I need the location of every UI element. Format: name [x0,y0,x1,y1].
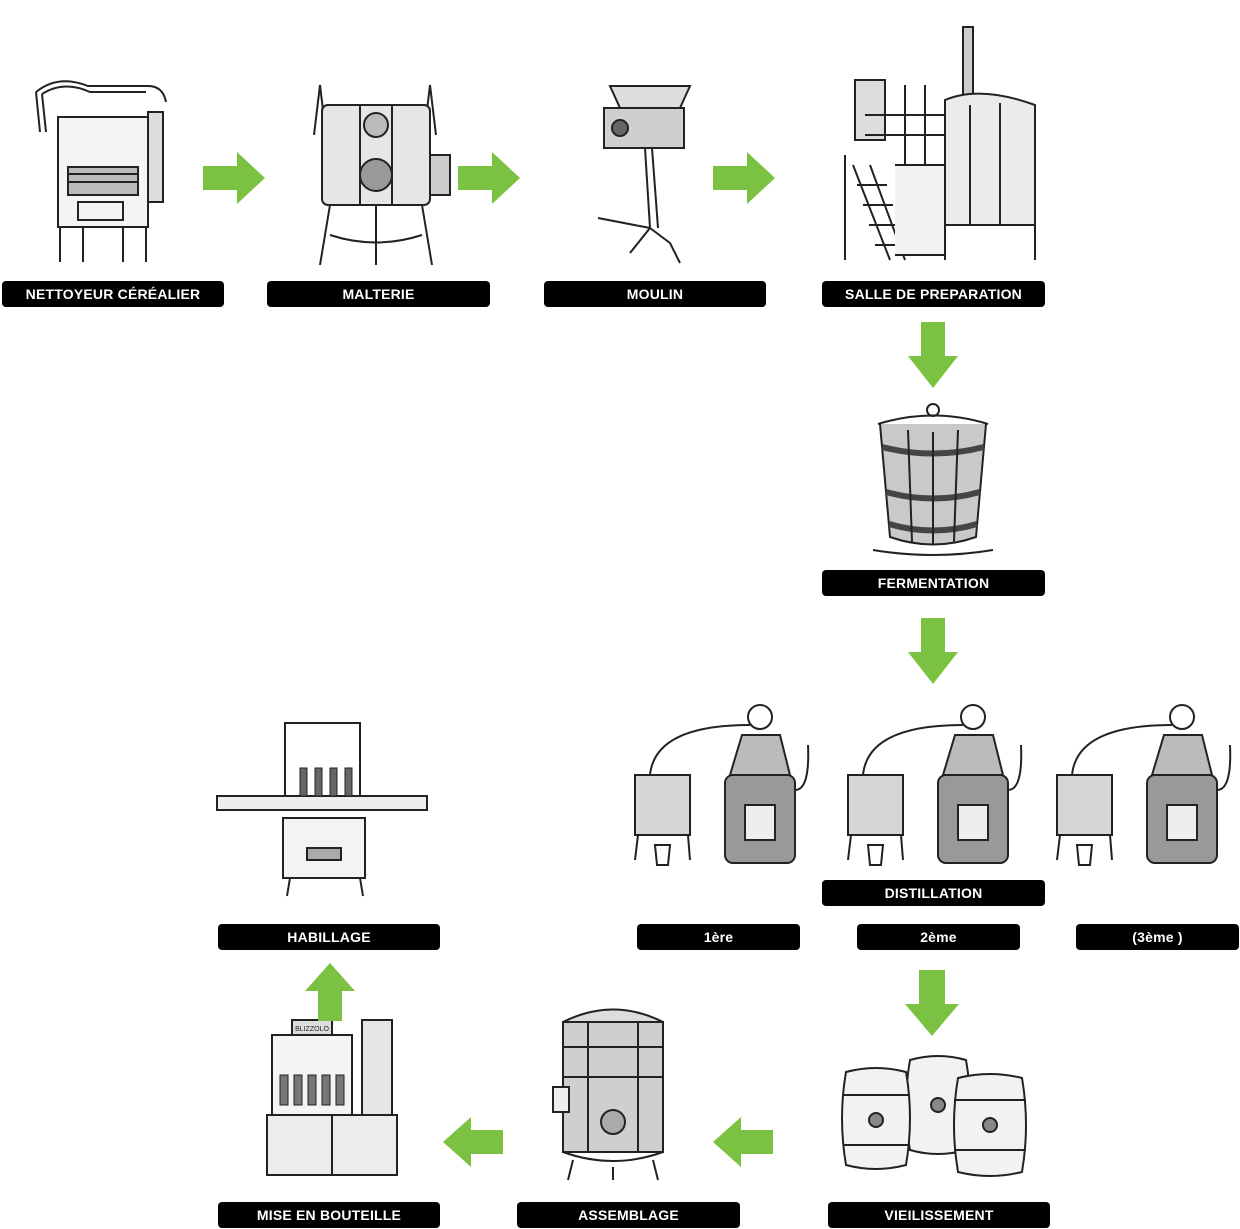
label-distillation-2eme: 2ème [857,924,1020,950]
arrow-down-2 [908,618,958,684]
label-vieillissement: VIEILISSEMENT [828,1202,1050,1228]
grain-cleaner-illustration [35,80,167,262]
arrow-up-1 [305,963,355,1021]
barrels-illustration [841,1055,1027,1177]
arrow-left-1 [713,1117,773,1167]
arrow-down-1 [908,322,958,388]
arrow-right-1 [203,152,265,204]
arrow-right-2 [458,152,520,204]
fermentation-vat-illustration [872,403,994,556]
label-malterie: MALTERIE [267,281,490,307]
label-fermentation: FERMENTATION [822,570,1045,596]
label-distillation: DISTILLATION [822,880,1045,906]
label-nettoyeur-cerealier: NETTOYEUR CÉRÉALIER [2,281,224,307]
label-assemblage: ASSEMBLAGE [517,1202,740,1228]
still-1-illustration [634,704,810,866]
malting-vessel-illustration [313,84,451,266]
label-moulin: MOULIN [544,281,766,307]
label-habillage: HABILLAGE [218,924,440,950]
label-distillation-3eme: (3ème ) [1076,924,1239,950]
bottler-brand-text: BLIZZOLO [295,1026,329,1033]
arrow-down-3 [905,970,959,1036]
bottling-machine-illustration: BLIZZOLO [266,1019,398,1176]
blending-tank-illustration [552,1008,664,1181]
still-2-illustration [847,704,1023,866]
labeling-machine-illustration [216,722,428,897]
label-distillation-1ere: 1ère [637,924,800,950]
still-3-illustration [1056,704,1232,866]
arrow-left-2 [443,1117,503,1167]
label-salle-de-preparation: SALLE DE PREPARATION [822,281,1045,307]
mill-illustration [597,85,692,264]
arrow-right-3 [713,152,775,204]
brewhouse-illustration [844,26,1036,261]
label-mise-en-bouteille: MISE EN BOUTEILLE [218,1202,440,1228]
